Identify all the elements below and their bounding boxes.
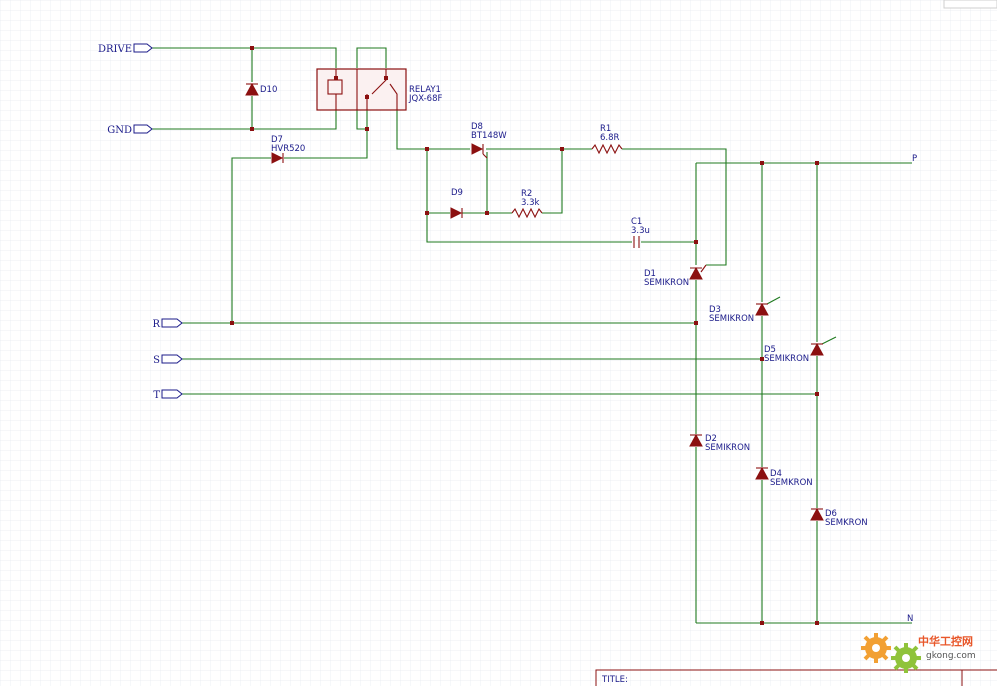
thyristor-d1: D1 SEMIKRON	[644, 264, 707, 288]
svg-text:SEMKRON: SEMKRON	[770, 478, 813, 488]
svg-text:D5: D5	[764, 345, 776, 355]
gear-icon	[861, 633, 891, 663]
svg-text:R1: R1	[600, 124, 611, 134]
gear-icon	[891, 643, 921, 673]
port-n: N	[907, 614, 913, 624]
thyristor-d8: D8 BT148W	[471, 122, 507, 159]
svg-text:D8: D8	[471, 122, 483, 132]
thyristor-d3: D3 SEMIKRON	[709, 302, 769, 324]
svg-text:gkong.com: gkong.com	[926, 651, 976, 661]
resistor-r2: R2 3.3k	[511, 189, 543, 219]
port-t: T	[153, 389, 183, 401]
svg-text:BT148W: BT148W	[471, 131, 507, 141]
svg-text:3.3u: 3.3u	[631, 226, 650, 236]
diode-d10: D10	[245, 82, 277, 96]
diode-d6: D6 SEMKRON	[810, 507, 868, 528]
title-block: TITLE:	[595, 669, 997, 686]
port-s: S	[153, 354, 183, 366]
svg-text:D7: D7	[271, 135, 283, 145]
svg-text:3.3k: 3.3k	[521, 198, 540, 208]
svg-text:SEMIKRON: SEMIKRON	[764, 354, 809, 364]
port-drive: DRIVE	[98, 43, 153, 55]
corner-mark	[943, 0, 997, 9]
svg-text:T: T	[153, 390, 160, 401]
diode-d2: D2 SEMIKRON	[689, 433, 750, 453]
port-r: R	[152, 318, 183, 330]
diode-d9: D9	[450, 188, 463, 219]
svg-text:中华工控网: 中华工控网	[918, 634, 973, 648]
resistor-r1: R1 6.8R	[591, 124, 623, 155]
svg-text:JQX-68F: JQX-68F	[408, 94, 442, 104]
svg-text:HVR520: HVR520	[271, 144, 305, 154]
svg-text:D10: D10	[260, 85, 277, 95]
svg-text:TITLE:: TITLE:	[601, 675, 628, 685]
svg-text:D4: D4	[770, 469, 782, 479]
watermark-logo: 中华工控网 gkong.com	[861, 633, 976, 673]
capacitor-c1: C1 3.3u	[631, 217, 650, 248]
svg-text:R2: R2	[521, 189, 532, 199]
svg-text:SEMIKRON: SEMIKRON	[644, 278, 689, 288]
svg-text:D9: D9	[451, 188, 463, 198]
junctions	[230, 46, 819, 625]
svg-text:SEMIKRON: SEMIKRON	[705, 443, 750, 453]
svg-text:SEMIKRON: SEMIKRON	[709, 314, 754, 324]
port-p: P	[912, 154, 917, 164]
diode-d4: D4 SEMKRON	[755, 466, 813, 488]
svg-text:D3: D3	[709, 305, 721, 315]
svg-text:DRIVE: DRIVE	[98, 44, 132, 55]
svg-text:D6: D6	[825, 509, 837, 519]
svg-text:RELAY1: RELAY1	[409, 85, 441, 95]
svg-text:D2: D2	[705, 434, 717, 444]
svg-text:R: R	[152, 319, 160, 330]
relay-relay1: RELAY1 JQX-68F	[316, 68, 442, 111]
svg-text:C1: C1	[631, 217, 642, 227]
thyristor-d5: D5 SEMIKRON	[764, 342, 824, 364]
svg-text:D1: D1	[644, 269, 656, 279]
svg-text:S: S	[153, 355, 160, 366]
svg-text:SEMKRON: SEMKRON	[825, 518, 868, 528]
wires	[152, 47, 912, 624]
diode-d7: D7 HVR520	[271, 135, 305, 164]
svg-text:GND: GND	[107, 125, 132, 136]
svg-text:6.8R: 6.8R	[600, 133, 620, 143]
port-gnd: GND	[107, 124, 153, 136]
